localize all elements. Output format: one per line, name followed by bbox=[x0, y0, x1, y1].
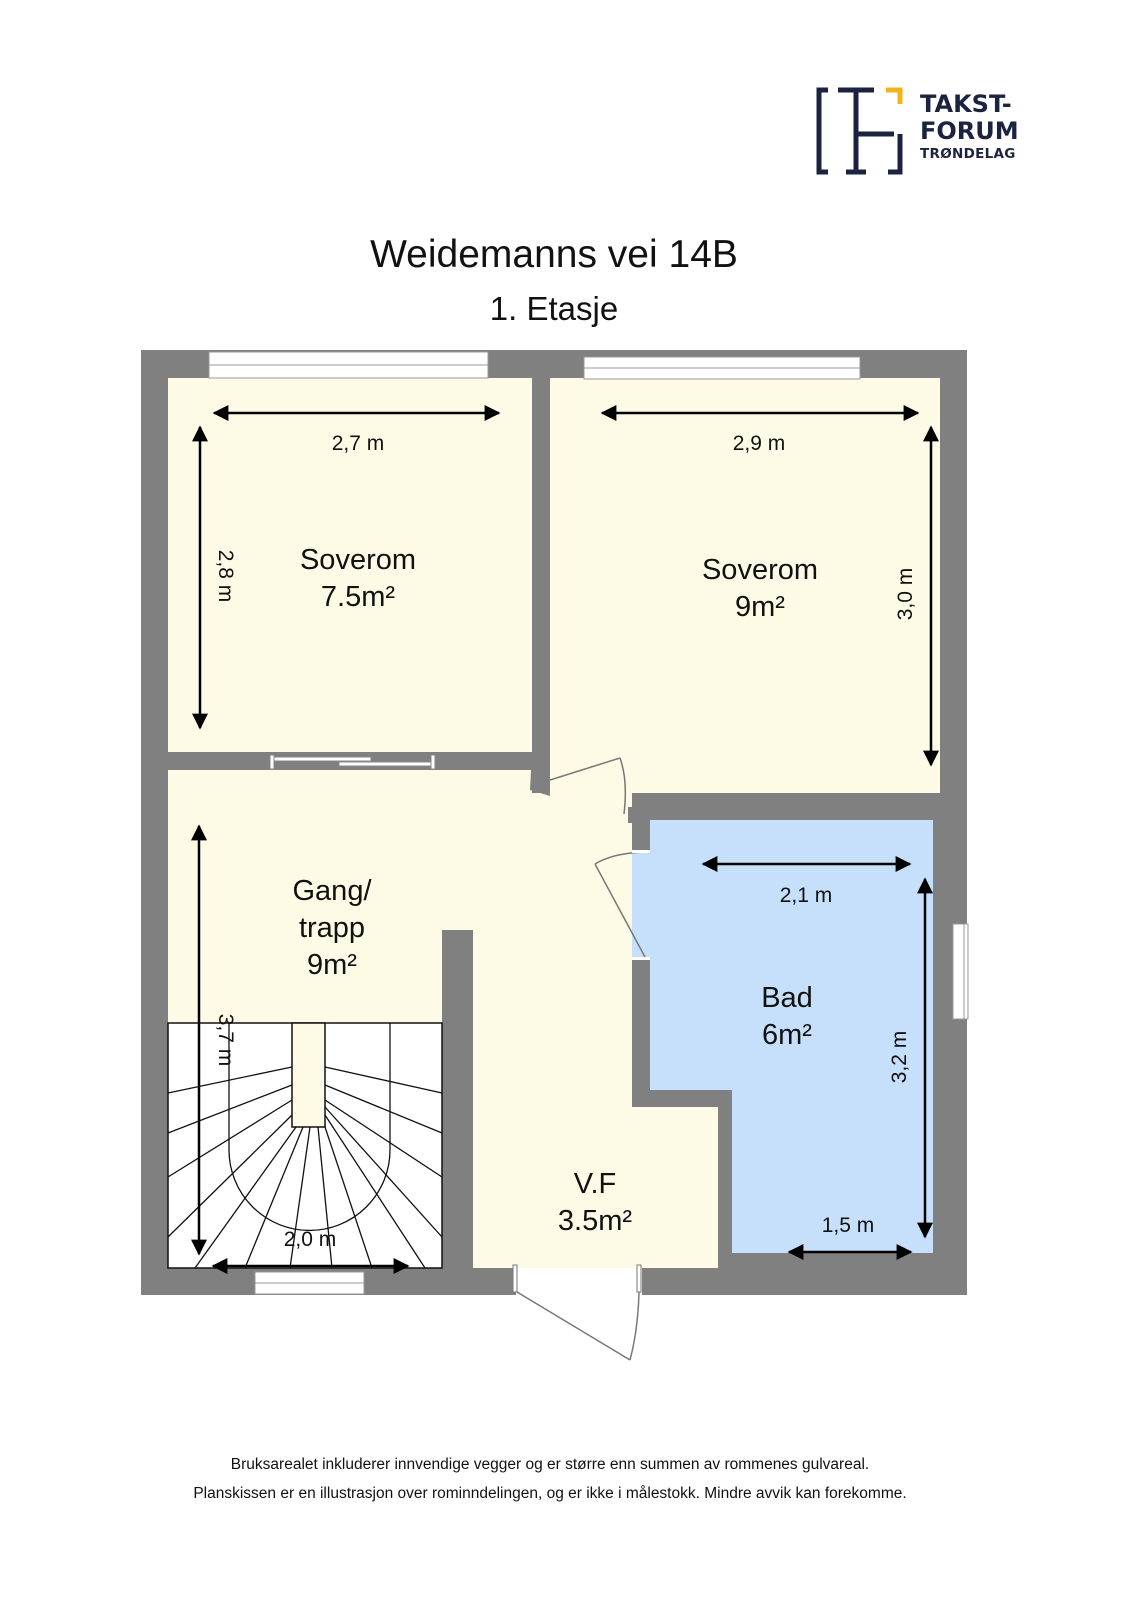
wall-bedrooms bbox=[532, 378, 550, 793]
wall-bit bbox=[628, 807, 638, 823]
bedroom2-door[interactable] bbox=[549, 757, 627, 815]
window-bath bbox=[952, 923, 969, 1020]
wall-bedroom1-hall-right bbox=[433, 752, 532, 770]
sliding-door[interactable] bbox=[269, 754, 436, 770]
room-soverom-2 bbox=[550, 378, 940, 793]
logo-wordmark: TAKST- FORUM TRØNDELAG bbox=[920, 92, 1019, 162]
room-area: 7.5m² bbox=[321, 581, 395, 613]
wall-stub bbox=[530, 752, 550, 796]
entrance-door[interactable] bbox=[516, 1291, 640, 1361]
dim-label: 3,7 m bbox=[214, 1014, 237, 1067]
footer-note-1: Bruksarealet inkluderer innvendige vegge… bbox=[230, 1456, 870, 1473]
room-area: 9m² bbox=[307, 949, 357, 981]
logo-line-2: FORUM bbox=[920, 117, 1019, 145]
entrance-opening bbox=[516, 1268, 642, 1295]
room-name: Soverom bbox=[702, 554, 818, 586]
dim-label: 2,7 m bbox=[332, 432, 385, 455]
dim-label: 2,9 m bbox=[733, 432, 786, 455]
door-jamb bbox=[512, 1264, 518, 1293]
takstforum-logo-icon bbox=[816, 87, 903, 175]
room-bad bbox=[650, 820, 933, 1253]
dim-label: 2,0 m bbox=[284, 1228, 337, 1251]
hall-connector bbox=[550, 770, 640, 800]
logo-line-3: TRØNDELAG bbox=[920, 146, 1016, 162]
room-area: 3.5m² bbox=[558, 1205, 632, 1237]
door-jamb bbox=[632, 957, 650, 960]
dim-label: 3,2 m bbox=[888, 1031, 911, 1084]
room-name: Gang/ bbox=[293, 875, 373, 907]
door-jamb bbox=[636, 1264, 642, 1293]
room-area: 9m² bbox=[735, 591, 785, 623]
bath-door-opening bbox=[632, 852, 650, 957]
window-bedroom1 bbox=[208, 351, 489, 379]
room-name: Soverom bbox=[300, 544, 416, 576]
dim-label: 1,5 m bbox=[822, 1214, 875, 1237]
wall-pillar bbox=[442, 930, 473, 1268]
room-name: Bad bbox=[761, 982, 813, 1014]
wall-bedroom1-hall bbox=[168, 752, 273, 770]
logo-line-1: TAKST- bbox=[920, 90, 1012, 118]
footer-note-2: Planskissen er en illustrasjon over romi… bbox=[193, 1485, 907, 1502]
room-name: V.F bbox=[574, 1168, 616, 1200]
door-jamb bbox=[632, 850, 650, 853]
window-stairs bbox=[254, 1271, 365, 1295]
page-title: Weidemanns vei 14B bbox=[370, 233, 738, 276]
floor-label: 1. Etasje bbox=[489, 290, 619, 327]
room-name: trapp bbox=[299, 912, 365, 944]
room-vf bbox=[473, 800, 718, 1268]
dim-label: 2,8 m bbox=[214, 550, 237, 603]
room-area: 6m² bbox=[762, 1019, 812, 1051]
window-bedroom2 bbox=[583, 356, 861, 380]
staircase bbox=[167, 1022, 443, 1269]
dim-label: 2,1 m bbox=[780, 884, 833, 907]
dim-label: 3,0 m bbox=[894, 568, 917, 621]
room-soverom-1 bbox=[168, 378, 532, 752]
